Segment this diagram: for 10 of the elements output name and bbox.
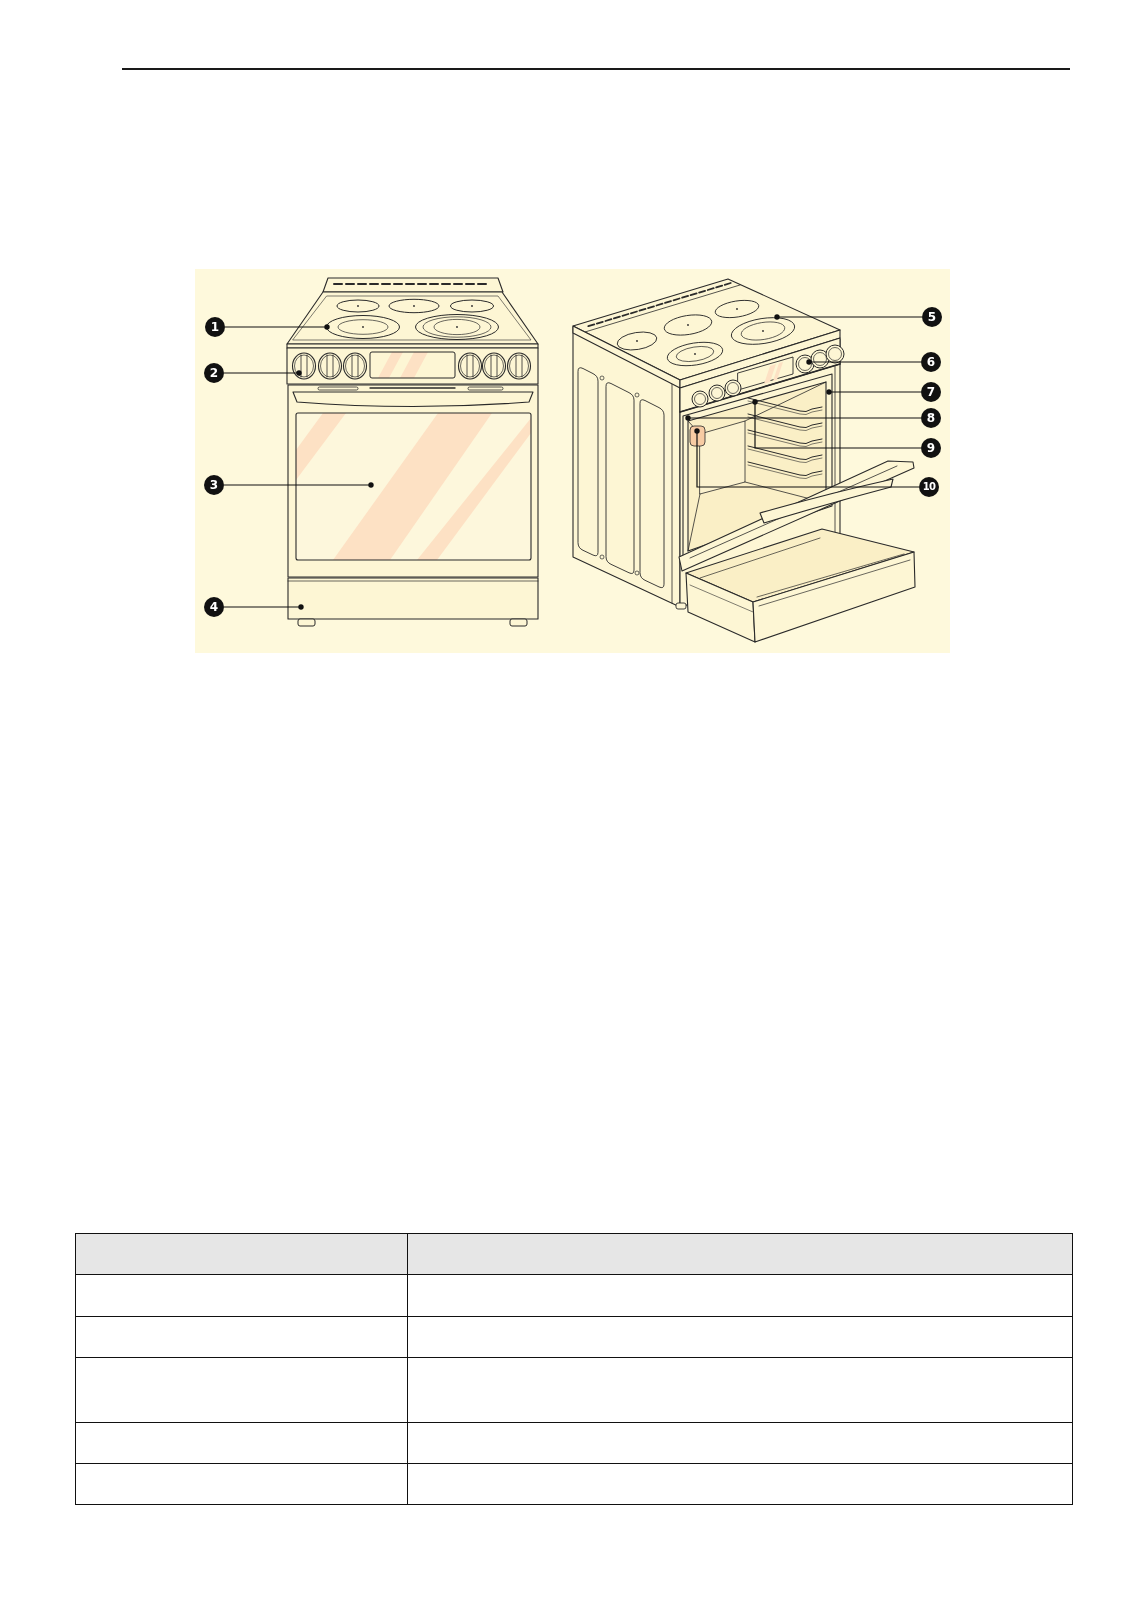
leader-line [224,324,330,330]
leader-line [694,428,920,488]
leader-line [752,399,922,449]
leader-line [223,370,302,376]
leader-line [685,415,922,421]
leader-line [806,359,922,365]
leader-line [826,389,922,395]
leader-line [223,482,374,488]
leader-line [774,314,923,320]
leader-line [223,604,304,610]
